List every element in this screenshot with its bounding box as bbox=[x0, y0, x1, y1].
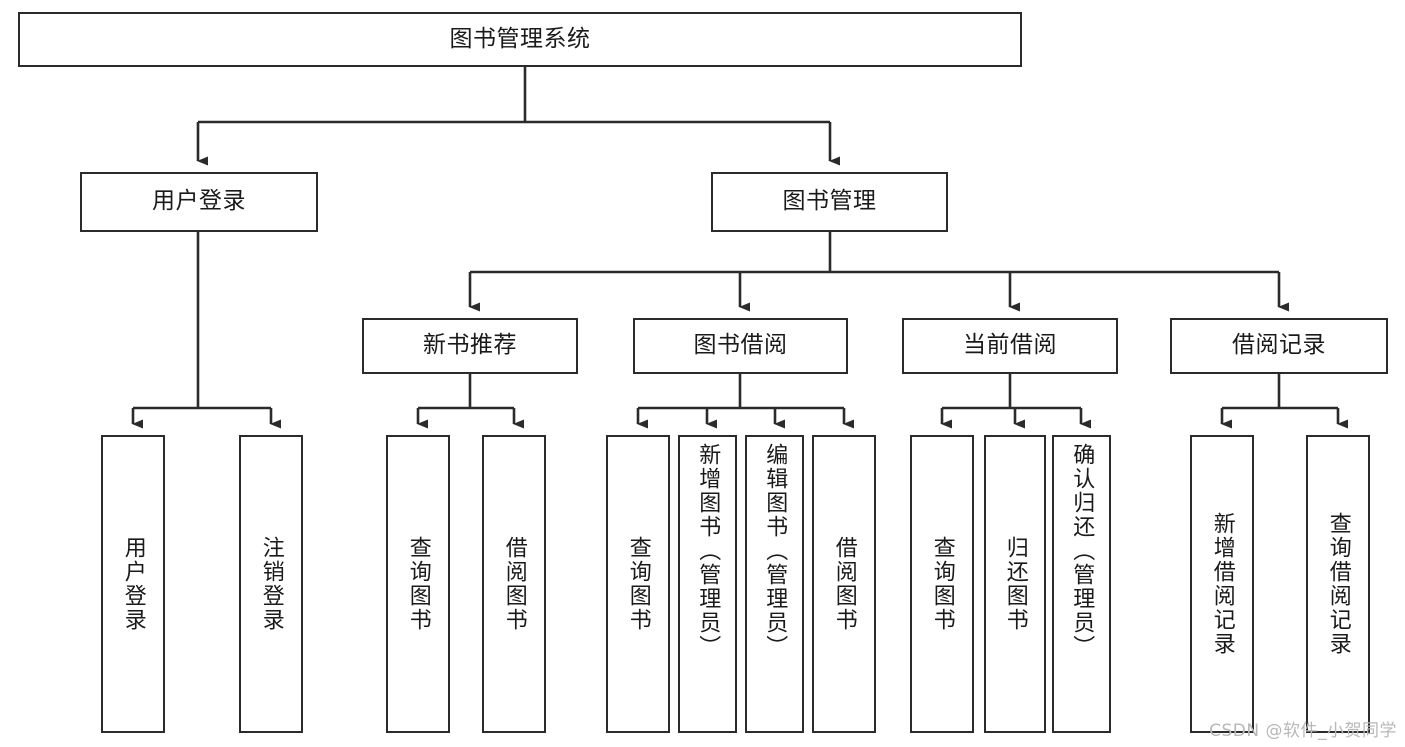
node-leaf-return-book[interactable]: 归还图书 bbox=[984, 435, 1046, 733]
node-label: 编辑图书（管理员） bbox=[762, 443, 788, 659]
node-book-borrow[interactable]: 图书借阅 bbox=[633, 318, 848, 374]
node-label: 查询图书 bbox=[625, 536, 651, 632]
node-label: 查询借阅记录 bbox=[1325, 512, 1351, 656]
node-label: 借阅图书 bbox=[831, 536, 857, 632]
node-leaf-confirm-return-admin[interactable]: 确认归还（管理员） bbox=[1052, 435, 1111, 733]
node-leaf-add-borrow-record[interactable]: 新增借阅记录 bbox=[1190, 435, 1254, 733]
node-user-login[interactable]: 用户登录 bbox=[80, 172, 318, 232]
node-leaf-query-book-borrow[interactable]: 查询图书 bbox=[606, 435, 670, 733]
node-leaf-user-login[interactable]: 用户登录 bbox=[101, 435, 165, 733]
node-label: 确认归还（管理员） bbox=[1069, 443, 1095, 659]
node-new-book-recommend[interactable]: 新书推荐 bbox=[362, 318, 578, 374]
node-label: 当前借阅 bbox=[963, 332, 1057, 359]
node-leaf-query-borrow-record[interactable]: 查询借阅记录 bbox=[1306, 435, 1370, 733]
node-leaf-query-book-recommend[interactable]: 查询图书 bbox=[386, 435, 450, 733]
node-label: 用户登录 bbox=[120, 536, 146, 632]
node-label: 借阅图书 bbox=[501, 536, 527, 632]
node-leaf-add-book-admin[interactable]: 新增图书（管理员） bbox=[678, 435, 737, 733]
node-label: 图书管理 bbox=[782, 188, 877, 215]
node-label: 图书管理系统 bbox=[449, 25, 591, 52]
node-label: 新增图书（管理员） bbox=[695, 443, 721, 659]
node-label: 借阅记录 bbox=[1232, 332, 1326, 359]
node-book-management[interactable]: 图书管理 bbox=[711, 172, 948, 232]
node-leaf-borrow-book-recommend[interactable]: 借阅图书 bbox=[482, 435, 546, 733]
node-label: 注销登录 bbox=[258, 536, 284, 632]
node-leaf-query-book-current[interactable]: 查询图书 bbox=[910, 435, 974, 733]
node-leaf-borrow-book[interactable]: 借阅图书 bbox=[812, 435, 876, 733]
node-label: 查询图书 bbox=[405, 536, 431, 632]
node-current-borrow[interactable]: 当前借阅 bbox=[902, 318, 1118, 374]
node-label: 图书借阅 bbox=[693, 332, 788, 359]
node-leaf-edit-book-admin[interactable]: 编辑图书（管理员） bbox=[745, 435, 804, 733]
node-label: 查询图书 bbox=[929, 536, 955, 632]
node-leaf-logout-login[interactable]: 注销登录 bbox=[239, 435, 303, 733]
node-borrow-record[interactable]: 借阅记录 bbox=[1170, 318, 1388, 374]
node-root-root[interactable]: 图书管理系统 bbox=[18, 12, 1022, 67]
node-label: 用户登录 bbox=[152, 188, 246, 215]
node-label: 新书推荐 bbox=[423, 332, 517, 359]
node-label: 归还图书 bbox=[1002, 536, 1028, 632]
node-label: 新增借阅记录 bbox=[1209, 512, 1235, 656]
